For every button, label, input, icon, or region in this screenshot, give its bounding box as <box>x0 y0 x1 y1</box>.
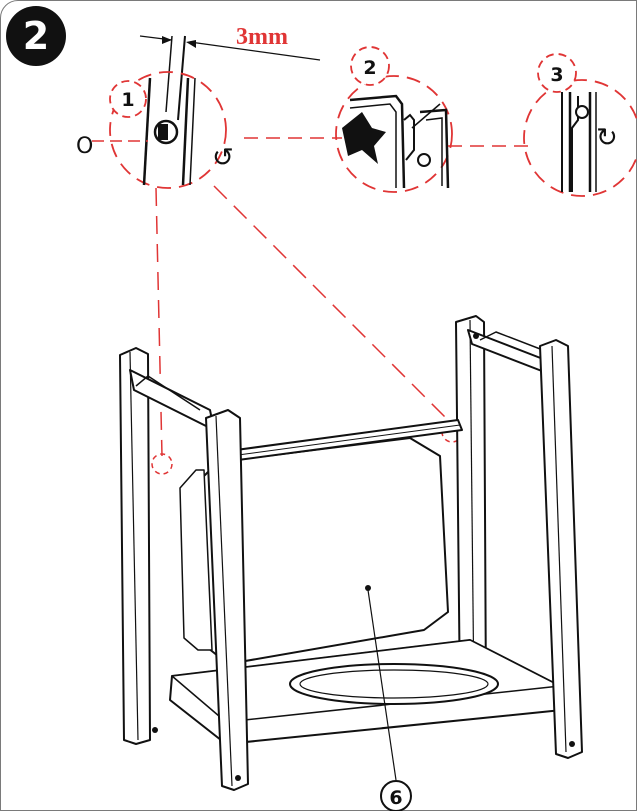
open-ring-symbol: O <box>76 134 93 159</box>
detail-1-number: 1 <box>121 89 134 111</box>
step-number-badge: 2 <box>6 6 66 66</box>
back-left-leg <box>119 347 151 745</box>
rotate-right-icon: ↻ <box>596 123 618 153</box>
detail-2: 2 <box>244 46 530 193</box>
detail-1: 1 O ↺ <box>76 71 234 189</box>
front-left-leg <box>205 409 249 791</box>
front-right-leg <box>539 339 583 759</box>
detail-3-number: 3 <box>550 64 563 86</box>
detail-2-number: 2 <box>363 57 376 79</box>
detail-3: 3 ↻ <box>523 53 637 197</box>
dimension-callout: 3mm <box>139 24 321 121</box>
dimension-label: 3mm <box>236 24 288 50</box>
stand-frame <box>119 315 583 791</box>
rotate-left-icon: ↺ <box>212 143 234 173</box>
part-callout: 6 <box>367 589 412 811</box>
part-number: 6 <box>389 787 402 809</box>
